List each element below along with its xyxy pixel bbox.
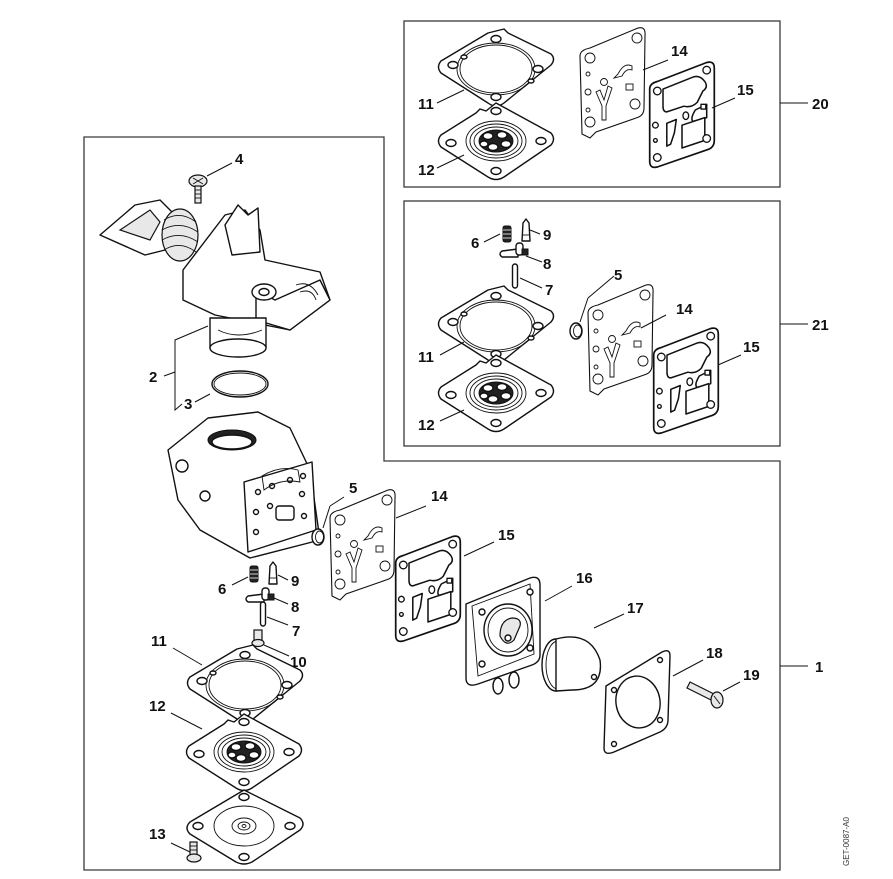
callout-kit21-15[interactable]: 15 [743, 339, 760, 356]
kit21-spring-6[interactable] [502, 225, 512, 243]
frame-kit-20 [403, 20, 781, 188]
callout-kit20-14[interactable]: 14 [671, 43, 688, 60]
frame-main-assembly [83, 136, 781, 871]
callout-12[interactable]: 12 [149, 698, 166, 715]
callout-11[interactable]: 11 [151, 633, 167, 650]
needle-valve-9[interactable] [268, 561, 278, 585]
carburetor-body[interactable] [167, 411, 321, 559]
spring-6[interactable] [249, 565, 259, 583]
callout-6[interactable]: 6 [218, 581, 226, 598]
callout-assembly-1[interactable]: 1 [815, 659, 823, 676]
callout-14[interactable]: 14 [431, 488, 448, 505]
callout-kit21-7[interactable]: 7 [545, 282, 553, 299]
callout-3[interactable]: 3 [184, 396, 192, 413]
kit21-lever-8[interactable] [499, 242, 529, 258]
screw-10[interactable] [251, 629, 265, 648]
callout-kit21-8[interactable]: 8 [543, 256, 551, 273]
end-cover-plate[interactable] [186, 789, 304, 865]
callout-15[interactable]: 15 [498, 527, 515, 544]
callout-16[interactable]: 16 [576, 570, 593, 587]
gasket-14[interactable] [329, 489, 396, 601]
document-id: GET-0087-A0 [842, 817, 851, 866]
kit20-gasket-15[interactable] [648, 61, 716, 169]
callout-4[interactable]: 4 [235, 151, 244, 168]
callout-assembly-20[interactable]: 20 [812, 96, 829, 113]
screw-4[interactable] [188, 174, 208, 204]
callout-9[interactable]: 9 [291, 573, 299, 590]
kit20-diaphragm-12[interactable] [437, 102, 555, 181]
gasket-15[interactable] [394, 535, 462, 643]
primer-bulb-17[interactable] [541, 636, 602, 692]
callout-7[interactable]: 7 [292, 623, 300, 640]
o-ring-3[interactable] [211, 370, 269, 398]
callout-2[interactable]: 2 [149, 369, 157, 386]
gasket-11[interactable] [186, 644, 304, 723]
callout-19[interactable]: 19 [743, 667, 760, 684]
diaphragm-12[interactable] [185, 713, 303, 792]
lever-8[interactable] [245, 587, 275, 603]
kit21-diaphragm-12[interactable] [437, 354, 555, 433]
kit20-gasket-14[interactable] [579, 27, 646, 139]
callout-kit21-14[interactable]: 14 [676, 301, 693, 318]
pin-7[interactable] [259, 601, 267, 627]
callout-13[interactable]: 13 [149, 826, 166, 843]
callout-kit21-11[interactable]: 11 [418, 349, 434, 366]
callout-kit21-6[interactable]: 6 [471, 235, 479, 252]
kit21-pin-7[interactable] [511, 263, 519, 289]
callout-kit20-11[interactable]: 11 [418, 96, 434, 113]
callout-kit20-15[interactable]: 15 [737, 82, 754, 99]
pump-cover-16[interactable] [465, 576, 541, 695]
flange-18[interactable] [603, 649, 671, 755]
callout-kit21-5[interactable]: 5 [614, 267, 622, 284]
kit21-gasket-15[interactable] [652, 327, 720, 435]
kit21-gasket-11[interactable] [437, 285, 555, 364]
callout-8[interactable]: 8 [291, 599, 299, 616]
kit21-needle-9[interactable] [521, 218, 531, 242]
screw-19[interactable] [686, 681, 724, 709]
kit21-ring-5[interactable] [569, 322, 583, 340]
callout-kit21-12[interactable]: 12 [418, 417, 435, 434]
callout-kit20-12[interactable]: 12 [418, 162, 435, 179]
callout-assembly-21[interactable]: 21 [812, 317, 829, 334]
throttle-housing-2[interactable] [99, 199, 331, 358]
kit21-gasket-14[interactable] [587, 284, 654, 396]
screw-13[interactable] [186, 841, 202, 863]
ring-5[interactable] [311, 528, 325, 546]
callout-5[interactable]: 5 [349, 480, 357, 497]
callout-17[interactable]: 17 [627, 600, 644, 617]
callout-kit21-9[interactable]: 9 [543, 227, 551, 244]
callout-18[interactable]: 18 [706, 645, 723, 662]
